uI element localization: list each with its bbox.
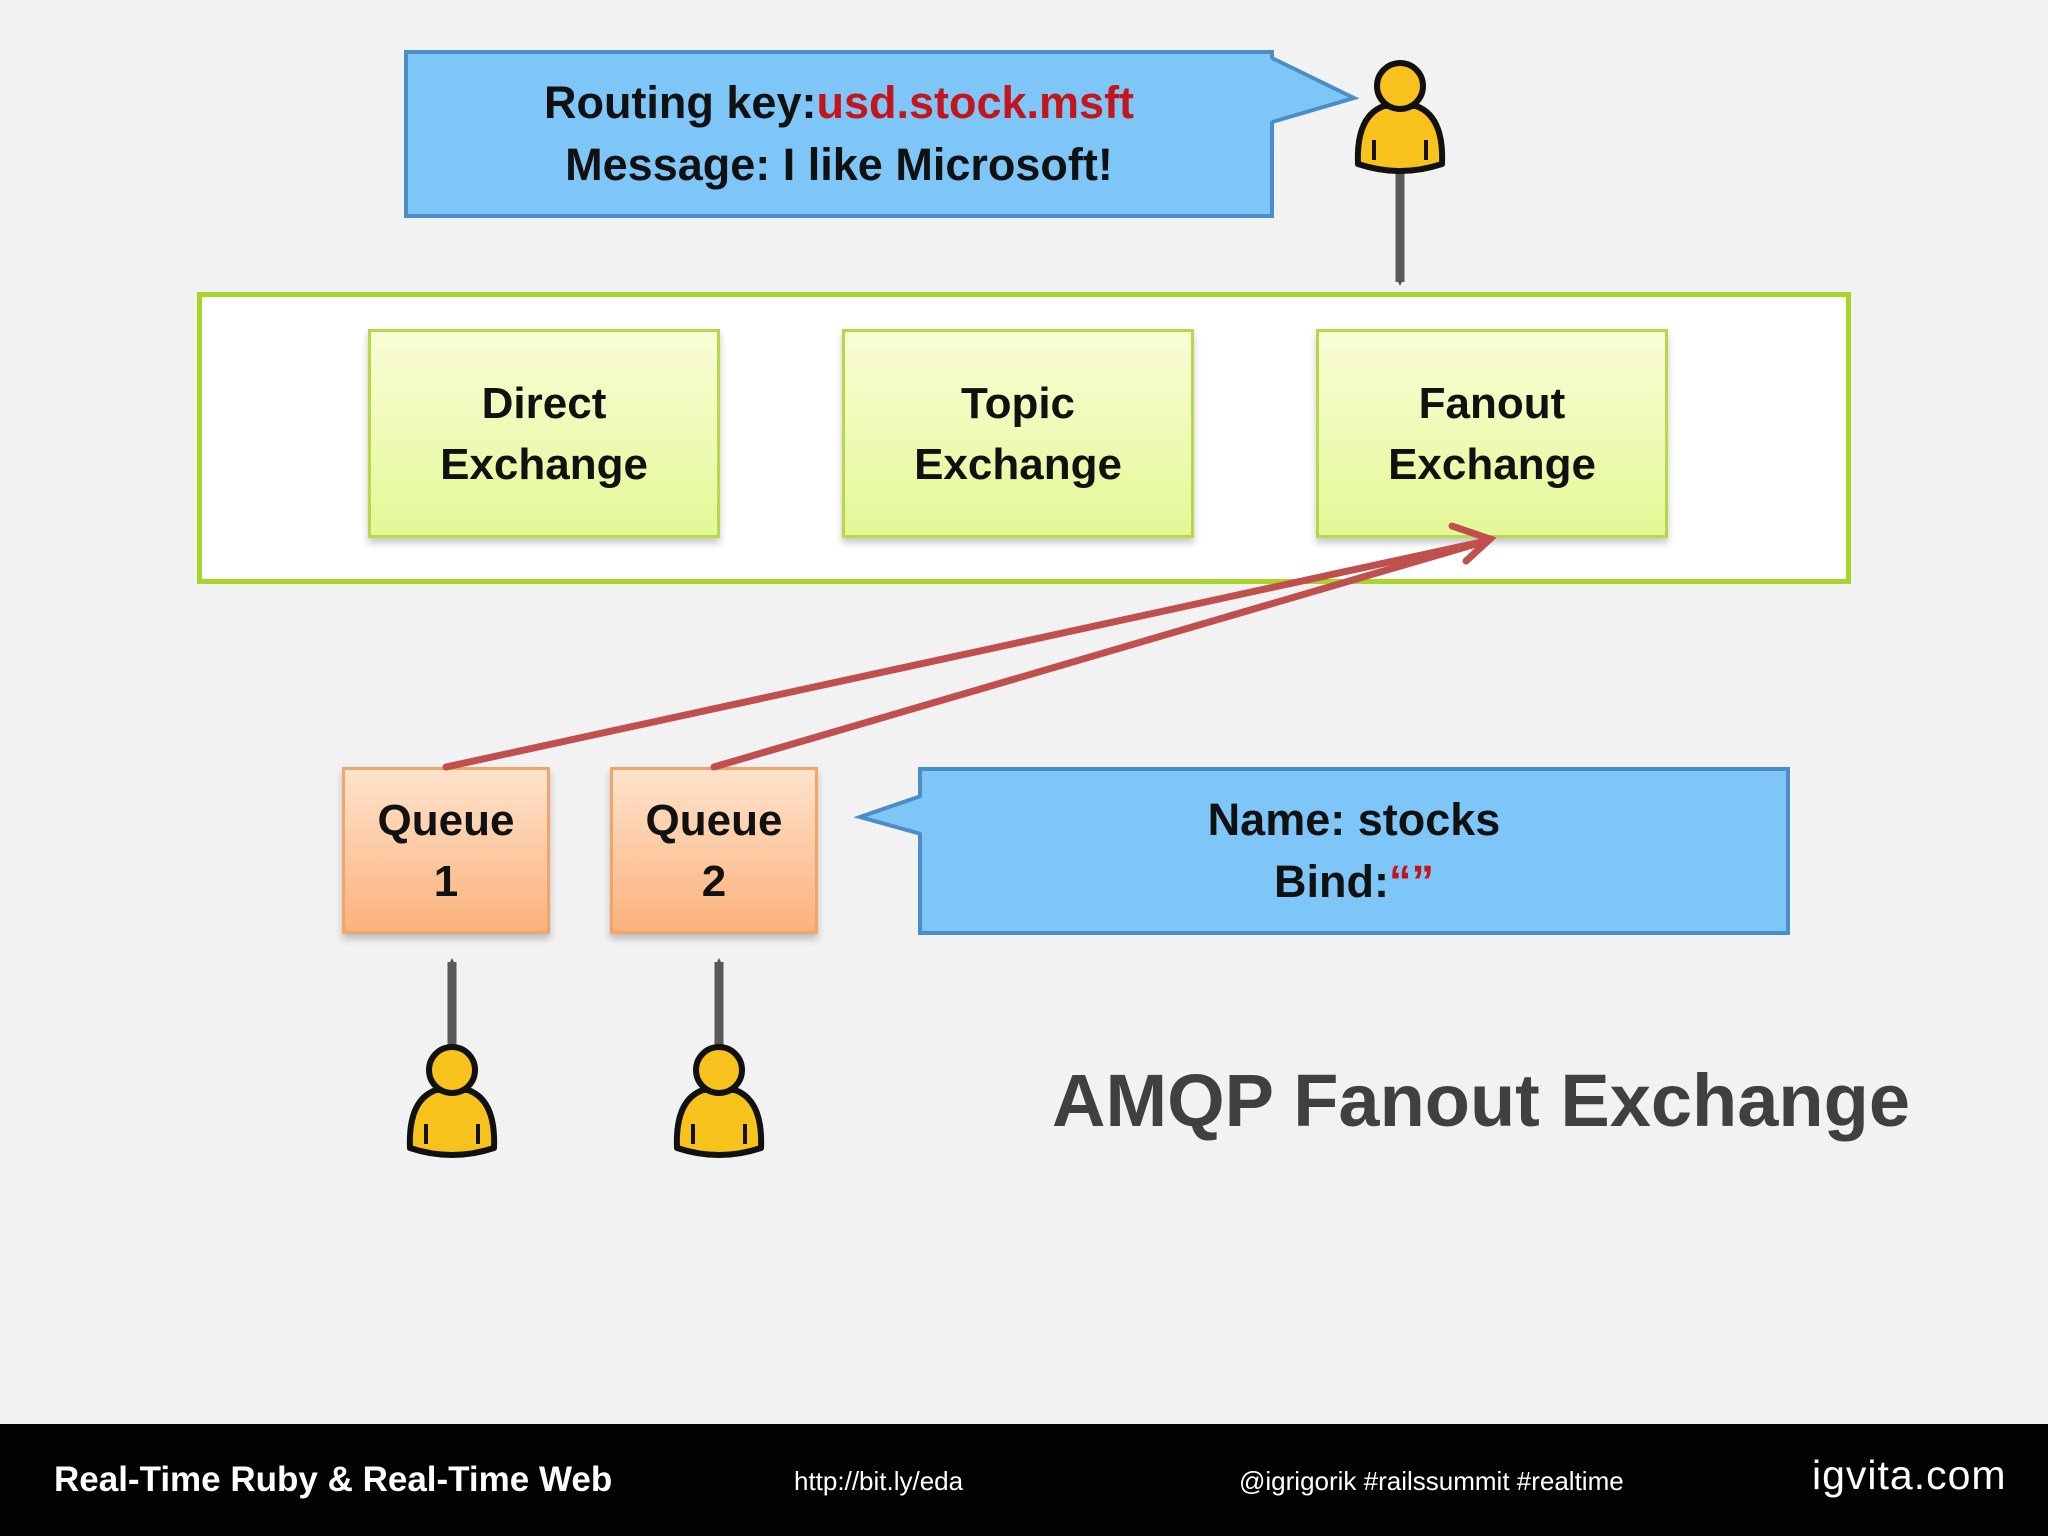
binding-arrow-head [1448,522,1497,565]
footer-bar: Real-Time Ruby & Real-Time Web http://bi… [0,1424,2048,1536]
publish-callout-pointer-outline [1271,56,1360,124]
publish-callout-pointer [1269,58,1354,122]
routing-key-value: usd.stock.msft [816,77,1135,128]
footer-tags: @igrigorik #railssummit #realtime [1239,1466,1624,1496]
message-line: Message: I like Microsoft! [565,139,1113,190]
binding-callout: Name: stocks Bind:“” [918,767,1790,935]
consumer-2-user-icon [677,1047,761,1155]
diagram-graphics [0,56,1497,1424]
queue-1-box: Queue 1 [342,767,550,934]
queue-2-box: Queue 2 [610,767,818,934]
consumer-1-user-icon [410,1047,494,1155]
footer-link[interactable]: http://bit.ly/eda [794,1466,964,1496]
binding-key-line: Bind:“” [1274,856,1434,907]
routing-key-line: Routing key:usd.stock.msft [543,77,1135,128]
queue-1-binding-arrow [442,537,1490,771]
fanout-exchange-box: Fanout Exchange [1316,329,1668,538]
topic-exchange-box: Topic Exchange [842,329,1194,538]
publisher-user-icon [1358,63,1442,171]
direct-exchange-box: Direct Exchange [368,329,720,538]
binding-arrows [442,522,1497,771]
binding-name: Name: stocks [1207,794,1501,845]
publish-message-callout: Routing key:usd.stock.msft Message: I li… [404,50,1274,218]
footer-site-logo[interactable]: igvita.com [1812,1452,2007,1498]
binding-key-value: “” [1388,856,1434,907]
footer-talk-title: Real-Time Ruby & Real-Time Web [54,1460,613,1499]
slide-title: AMQP Fanout Exchange [1052,1059,1910,1142]
binding-callout-pointer [860,796,923,834]
queue-2-binding-arrow [710,537,1490,771]
binding-callout-pointer-outline [853,794,922,836]
